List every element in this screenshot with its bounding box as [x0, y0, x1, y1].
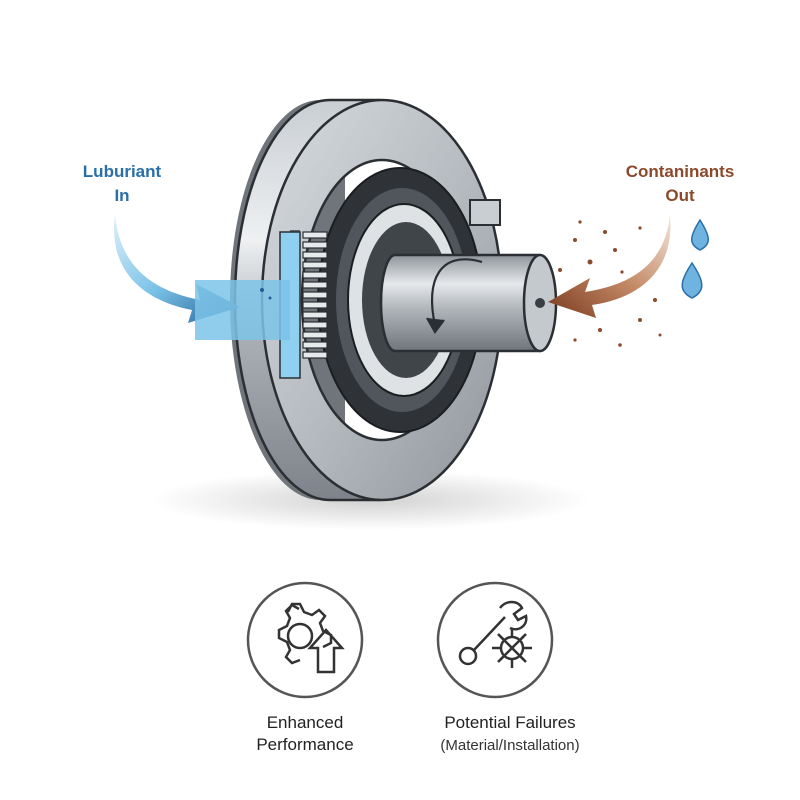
- roller-cage: [302, 231, 328, 359]
- water-drop-icon: [681, 218, 709, 299]
- enhanced-performance-label: Enhanced Performance: [210, 712, 400, 756]
- enhanced-performance-line-1: Enhanced: [266, 713, 344, 732]
- enhanced-performance-line-2: Performance: [256, 735, 354, 754]
- rotation-arrow-icon: [426, 258, 483, 334]
- lubricant-in-line-2: In: [114, 186, 130, 205]
- contaminants-out-line-2: Out: [665, 186, 695, 205]
- contaminants-out-label: Contaninants Out: [590, 160, 770, 208]
- contaminants-out-arrow: [548, 215, 671, 318]
- potential-failures-label: Potential Failures: [444, 713, 576, 732]
- potential-failures-subtitle: (Material/Installation): [440, 737, 580, 754]
- lubricant-in-line-1: Luburiant: [82, 162, 162, 181]
- contaminant-particles: [558, 220, 662, 347]
- lubricant-in-arrow: [114, 215, 290, 340]
- contaminants-out-line-1: Contaninants: [625, 162, 735, 181]
- enhanced-performance-icon: [246, 581, 364, 699]
- potential-failures-icon: [436, 581, 554, 699]
- lubricant-in-label: Luburiant In: [52, 160, 192, 208]
- shaft: [379, 253, 558, 353]
